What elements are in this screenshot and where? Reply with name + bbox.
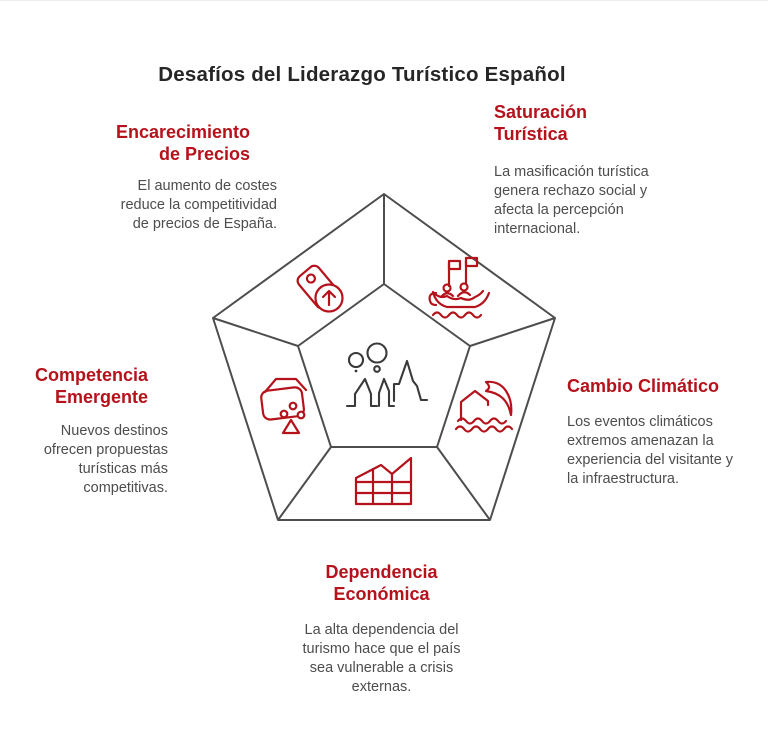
section-description-encarecimiento: El aumento de costes reduce la competiti… — [120, 178, 277, 232]
page-title: Desafíos del Liderazgo Turístico Español — [158, 62, 566, 86]
section-description-dependencia: La alta dependencia del turismo hace que… — [302, 622, 461, 695]
section-cambio: Cambio Climático Los eventos climáticos … — [567, 375, 735, 489]
mountains-balloons-icon — [345, 342, 429, 408]
section-dependencia: Dependencia Económica La alta dependenci… — [300, 561, 463, 697]
section-description-competencia: Nuevos destinos ofrecen propuestas turís… — [43, 423, 168, 496]
section-title-encarecimiento: Encarecimiento de Precios — [115, 122, 250, 164]
house-wave-icon — [454, 380, 514, 433]
pentagon-frame-icon — [212, 193, 556, 521]
section-description-saturacion: La masificación turística genera rechazo… — [494, 164, 649, 237]
crowded-boat-icon — [428, 256, 491, 319]
section-title-dependencia: Dependencia Económica — [325, 562, 438, 604]
section-title-saturacion: Saturación Turística — [494, 102, 588, 144]
section-title-cambio: Cambio Climático — [567, 376, 720, 396]
price-tag-up-arrow-icon — [296, 264, 344, 313]
section-encarecimiento: Encarecimiento de Precios El aumento de … — [105, 121, 277, 234]
section-description-cambio: Los eventos climáticos extremos amenazan… — [567, 414, 734, 487]
section-competencia: Competencia Emergente Nuevos destinos of… — [26, 364, 168, 498]
section-saturacion: Saturación Turística La masificación tur… — [494, 101, 666, 239]
factory-grid-icon — [354, 456, 413, 506]
basket-new-offers-icon — [260, 377, 308, 435]
section-title-competencia: Competencia Emergente — [34, 365, 148, 407]
